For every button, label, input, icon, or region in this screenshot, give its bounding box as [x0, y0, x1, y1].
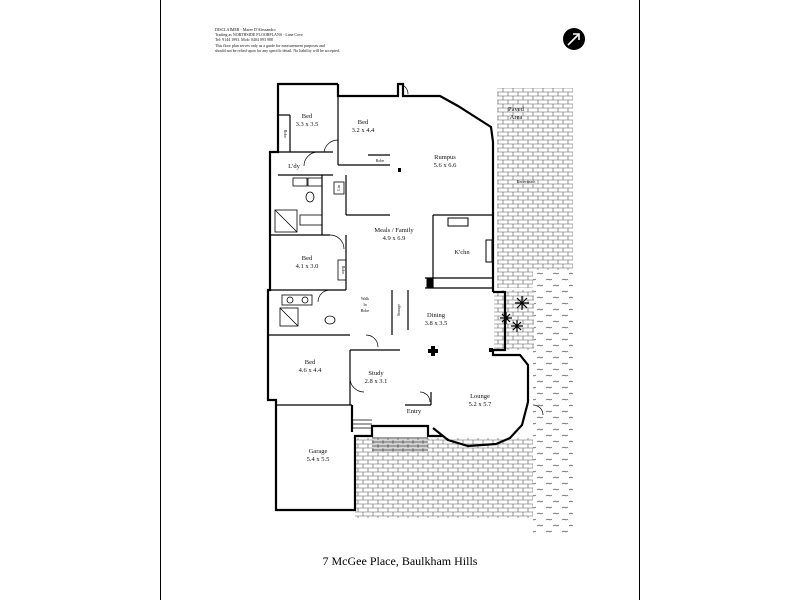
storage-label: Storage	[396, 304, 401, 316]
room-size-bed3: 4.1 x 3.0	[296, 263, 319, 270]
disclaimer-line: DISCLAIMER - Maree D'Alessandro	[215, 27, 276, 32]
interior-walls	[268, 84, 493, 406]
room-label-garage: Garage	[309, 448, 328, 455]
room-label-dining: Dining	[427, 312, 446, 319]
kitchen-bench	[426, 217, 493, 288]
room-label-meals: Meals / Family	[374, 227, 414, 234]
room-size-bed4: 4.6 x 4.4	[299, 367, 323, 374]
disclaimer-line: Tel: 9144 1993. Mob: 0404 093 988	[215, 37, 273, 43]
disclaimer-text: DISCLAIMER - Maree D'Alessandro Trading …	[215, 27, 415, 53]
room-label-entry: Entry	[407, 408, 422, 415]
room-label-kitchen: K'chn	[454, 249, 470, 256]
room-size-bed2: 3.2 x 4.4	[352, 127, 376, 134]
doors	[303, 83, 544, 416]
robe-label-bed3: Robe	[341, 266, 346, 275]
room-size-dining: 3.8 x 3.5	[425, 320, 448, 327]
paved-area	[355, 88, 573, 533]
room-label-rumpus: Rumpus	[434, 154, 456, 161]
room-label-lounge: Lounge	[470, 393, 490, 400]
room-label-laundry: L'dy	[288, 163, 300, 170]
linen-label: Lin	[336, 185, 341, 191]
room-size-bed1: 3.3 x 3.5	[296, 121, 319, 128]
entry-stairs	[352, 419, 428, 451]
disclaimer-line: Trading as NORTHSIDE FLOORPLANS - Lane C…	[215, 32, 303, 38]
bathroom-fixtures	[274, 177, 347, 327]
room-label-bed4: Bed	[305, 359, 316, 366]
address-caption: 7 McGee Place, Baulkham Hills	[322, 554, 478, 568]
room-label-bed1: Bed	[302, 113, 313, 120]
disclaimer-line: This floor plan serves only as a guide f…	[215, 42, 325, 48]
room-label-bed2: Bed	[358, 119, 369, 126]
room-label-paved-2: Area	[510, 114, 523, 121]
disclaimer-line: should not be relied upon for any specif…	[215, 47, 340, 53]
walk-in-robe-label-2: In	[363, 302, 366, 307]
room-label-study: Study	[368, 370, 384, 377]
room-size-lounge: 5.2 x 5.7	[469, 401, 493, 408]
room-size-rumpus: 5.6 x 6.6	[434, 162, 458, 169]
outer-walls	[266, 82, 530, 512]
columns	[398, 168, 493, 356]
walk-in-robe-label-3: Robe	[361, 308, 370, 313]
room-size-study: 2.8 x 3.1	[365, 378, 388, 385]
walk-in-robe-label-1: Walk	[361, 296, 369, 301]
robe-label-bed2: Robe	[376, 158, 385, 163]
underneath-label: Underneath	[517, 179, 536, 184]
room-label-bed3: Bed	[302, 255, 313, 262]
robe-label-bed1: Robe	[283, 130, 288, 139]
room-label-paved: Paved	[508, 106, 525, 113]
room-size-garage: 5.4 x 5.5	[307, 456, 330, 463]
north-arrow-icon	[563, 28, 585, 50]
room-size-meals: 4.9 x 6.9	[383, 235, 406, 242]
